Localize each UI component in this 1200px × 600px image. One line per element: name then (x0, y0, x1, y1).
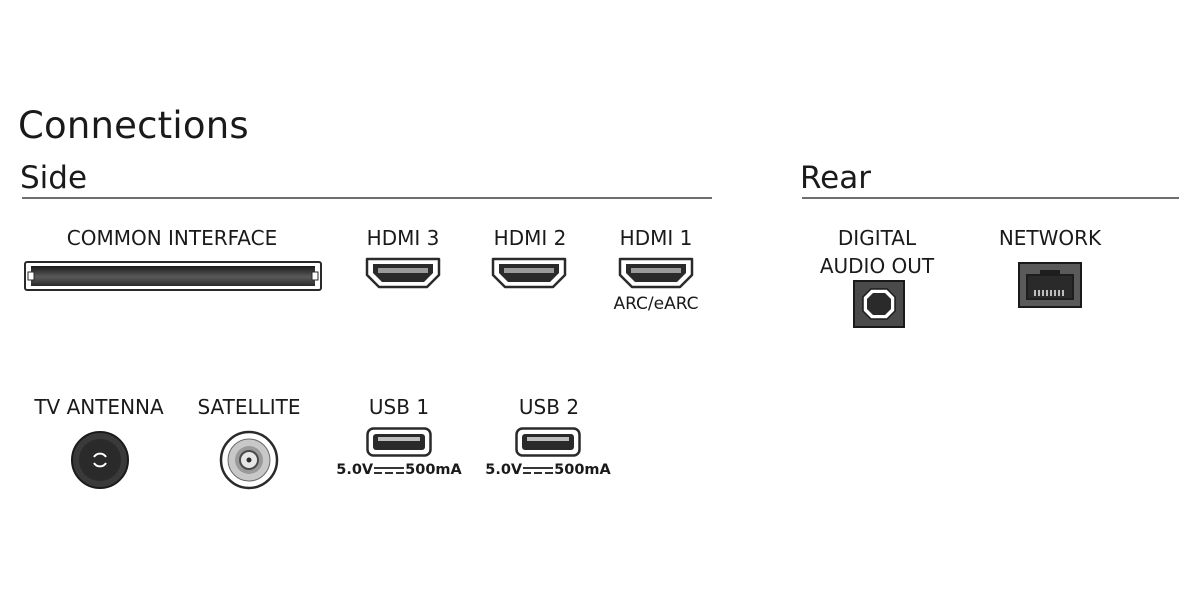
hdmi-port-icon (491, 257, 567, 289)
tv-antenna-label: TV ANTENNA (34, 395, 164, 419)
side-divider (22, 197, 712, 199)
usb2-label: USB 2 (518, 395, 580, 419)
section-side-label: Side (20, 160, 88, 196)
usb1-label: USB 1 (368, 395, 430, 419)
digital-audio-out-label-line1: DIGITAL (837, 226, 917, 250)
coax-port-icon (70, 430, 130, 490)
usb2-power-spec: 5.0V 500mA (485, 462, 611, 478)
hdmi1-label: HDMI 1 (619, 226, 693, 250)
coax-port-icon (219, 430, 279, 490)
hdmi1-arc-label: ARC/eARC (613, 294, 699, 314)
usb-port-icon (515, 427, 581, 457)
digital-audio-out-label-line2: AUDIO OUT (819, 254, 935, 278)
usb2-voltage: 5.0V (485, 462, 523, 478)
usb2-current: 500mA (554, 462, 611, 478)
dc-symbol-icon (523, 467, 554, 474)
page-title: Connections (18, 104, 249, 147)
rear-divider (802, 197, 1179, 199)
usb-port-icon (366, 427, 432, 457)
hdmi-port-icon (365, 257, 441, 289)
usb1-voltage: 5.0V (336, 462, 374, 478)
dc-symbol-icon (374, 467, 405, 474)
network-label: NETWORK (998, 226, 1102, 250)
usb1-power-spec: 5.0V 500mA (336, 462, 462, 478)
ethernet-port-icon (1018, 262, 1082, 308)
hdmi3-label: HDMI 3 (366, 226, 440, 250)
hdmi2-label: HDMI 2 (493, 226, 567, 250)
hdmi-port-icon (618, 257, 694, 289)
section-rear-label: Rear (800, 160, 871, 196)
common-interface-label: COMMON INTERFACE (66, 226, 278, 250)
ci-slot-icon (24, 261, 322, 291)
usb1-current: 500mA (405, 462, 462, 478)
optical-port-icon (853, 280, 905, 328)
satellite-label: SATELLITE (197, 395, 301, 419)
